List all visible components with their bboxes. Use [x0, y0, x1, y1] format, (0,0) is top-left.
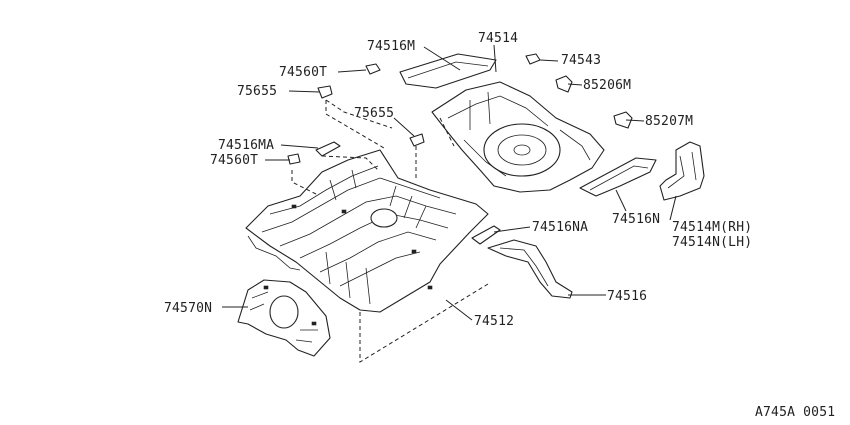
label-74560T-top: 74560T — [279, 65, 327, 80]
member-74516M — [399, 53, 497, 89]
clip-75655-left — [317, 85, 333, 99]
clip-74560T-left — [287, 153, 301, 165]
bracket-85207M — [613, 111, 633, 129]
label-74512: 74512 — [474, 314, 514, 329]
label-75655-mid: 75655 — [354, 106, 394, 121]
diagram-code: A745A 0051 — [755, 405, 835, 420]
clip-75655-mid — [409, 133, 425, 147]
leader-lines — [222, 44, 677, 321]
label-74516: 74516 — [607, 289, 647, 304]
label-74543: 74543 — [561, 53, 601, 68]
bracket-85206M — [555, 75, 573, 93]
label-85206M: 85206M — [583, 78, 631, 93]
clip-74543 — [525, 53, 541, 65]
label-75655-left: 75655 — [237, 84, 277, 99]
label-85207M: 85207M — [645, 114, 693, 129]
label-74516MA: 74516MA — [218, 138, 274, 153]
spare-tire-pan — [431, 81, 605, 193]
side-extension-74514M-N — [659, 141, 705, 201]
label-74516NA: 74516NA — [532, 220, 588, 235]
dashed-guide-lines — [291, 99, 489, 363]
member-74516 — [487, 239, 573, 299]
label-74514N-LH: 74514N(LH) — [672, 235, 752, 250]
bracket-74516MA — [315, 141, 341, 157]
bracket-74516NA — [471, 225, 501, 245]
rear-floor-main-panel — [245, 149, 489, 313]
clip-74560T-top — [365, 63, 381, 75]
label-74514: 74514 — [478, 31, 518, 46]
label-74516M: 74516M — [367, 39, 415, 54]
label-74570N: 74570N — [164, 301, 212, 316]
panel-74570N — [237, 279, 331, 357]
member-74516N — [579, 157, 657, 197]
label-74514M-RH: 74514M(RH) — [672, 220, 752, 235]
label-74560T-left: 74560T — [210, 153, 258, 168]
label-74516N: 74516N — [612, 212, 660, 227]
part-labels: 74516M 74514 74543 74560T 85206M 75655 7… — [164, 31, 835, 420]
